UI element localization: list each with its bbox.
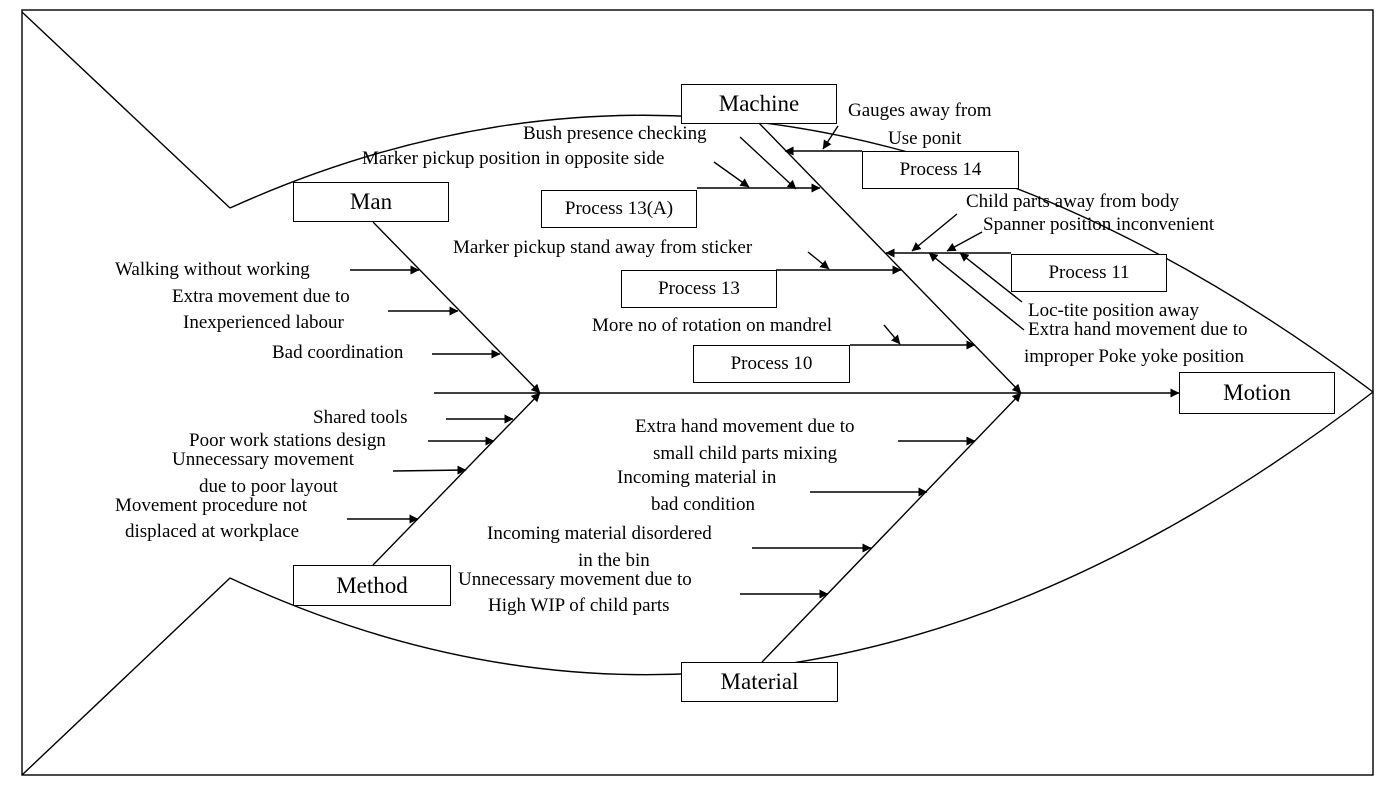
process-11-label: Process 11: [1048, 262, 1130, 283]
tail-lower-line: [21, 577, 231, 776]
category-material-box: Material: [681, 662, 838, 702]
process-10-label: Process 10: [730, 353, 813, 374]
machine-cause-label: Bush presence checking: [523, 123, 707, 144]
machine-cause-arrow-loctite: [959, 252, 1023, 303]
machine-cause-label: Marker pickup position in opposite side: [362, 148, 665, 169]
machine-cause-arrow-bush: [739, 136, 797, 190]
process-14-box: Process 14: [862, 151, 1019, 189]
man-cause-label: Extra movement due to: [172, 286, 350, 307]
machine-cause-arrow-child-parts: [911, 213, 958, 252]
method-cause-label: Unnecessary movement: [172, 449, 355, 470]
material-cause-label: Unnecessary movement due to: [458, 569, 692, 590]
category-machine-box: Machine: [681, 84, 837, 124]
category-method-box: Method: [293, 565, 451, 606]
tail-upper-line: [21, 11, 231, 209]
category-man-label: Man: [349, 189, 393, 214]
method-cause-label: Poor work stations design: [189, 430, 386, 451]
method-cause-label: Movement procedure not: [115, 495, 308, 516]
machine-cause-label: Loc-tite position away: [1028, 300, 1199, 321]
man-cause-label: Bad coordination: [272, 342, 404, 363]
man-cause-label: Walking without working: [115, 259, 310, 280]
category-material-label: Material: [720, 669, 799, 694]
material-cause-label: Incoming material in: [617, 467, 777, 488]
machine-cause-arrow-spanner: [946, 231, 983, 252]
machine-cause-label: More no of rotation on mandrel: [592, 315, 833, 336]
process-11-box: Process 11: [1011, 254, 1167, 292]
machine-cause-label: Child parts away from body: [966, 191, 1180, 212]
method-cause-arrow-3: [392, 465, 467, 475]
category-machine-label: Machine: [718, 91, 800, 116]
machine-cause-arrow-rotation: [883, 324, 901, 345]
process-13a-box: Process 13(A): [541, 190, 697, 228]
machine-cause-label: Use ponit: [888, 128, 962, 149]
machine-cause-label: Extra hand movement due to: [1028, 319, 1248, 340]
material-cause-label: in the bin: [578, 550, 650, 571]
machine-cause-arrow-marker-stand: [807, 251, 830, 270]
material-cause-label: Incoming material disordered: [487, 523, 712, 544]
process-13-label: Process 13: [658, 278, 740, 299]
process-13a-label: Process 13(A): [564, 198, 674, 219]
machine-bone: [757, 121, 1022, 394]
category-method-label: Method: [336, 572, 408, 598]
category-man-box: Man: [293, 182, 449, 222]
material-cause-label: bad condition: [651, 494, 755, 515]
machine-cause-label: Gauges away from: [848, 100, 992, 121]
material-cause-label: High WIP of child parts: [488, 595, 670, 616]
machine-cause-arrow-marker-opposite: [713, 161, 750, 188]
machine-cause-label: improper Poke yoke position: [1024, 346, 1245, 367]
method-cause-label: due to poor layout: [199, 476, 338, 497]
man-cause-label: Inexperienced labour: [183, 312, 344, 333]
material-bone: [761, 392, 1022, 663]
machine-cause-label: Spanner position inconvenient: [983, 214, 1215, 235]
machine-cause-arrow-poke-yoke: [928, 252, 1025, 331]
material-cause-label: small child parts mixing: [653, 443, 838, 464]
method-cause-label: Shared tools: [313, 407, 408, 428]
effect-label: Motion: [1223, 380, 1291, 405]
material-cause-label: Extra hand movement due to: [635, 416, 855, 437]
machine-cause-arrow-gauges: [822, 125, 839, 150]
machine-cause-label: Marker pickup stand away from sticker: [453, 237, 753, 258]
fish-body-outline: [229, 114, 1375, 676]
process-14-label: Process 14: [899, 159, 982, 180]
process-13-box: Process 13: [621, 270, 777, 308]
process-10-box: Process 10: [693, 345, 850, 383]
method-cause-label: displaced at workplace: [125, 521, 300, 542]
effect-box: Motion: [1179, 372, 1335, 414]
